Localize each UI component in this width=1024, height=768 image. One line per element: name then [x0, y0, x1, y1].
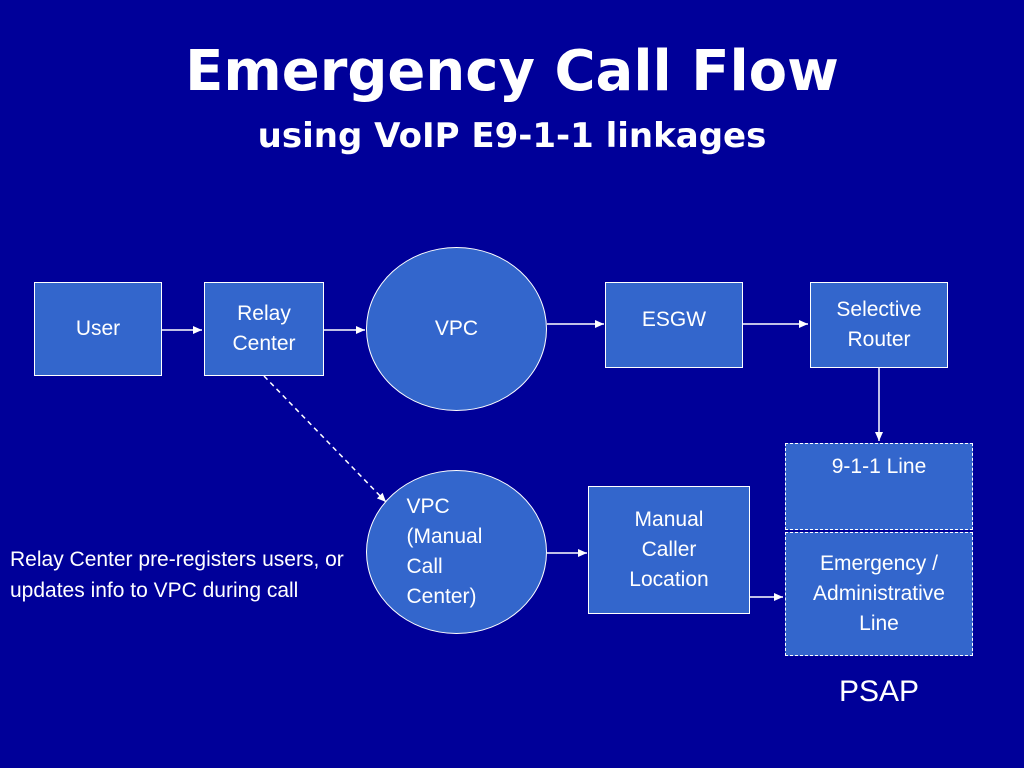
node-vpc-manual-label: VPC (Manual Call Center): [406, 495, 483, 608]
node-relay-center-label: Relay Center: [232, 302, 296, 355]
node-emergency-admin-line-label: Emergency / Administrative Line: [813, 552, 945, 635]
node-911-line-label: 9-1-1 Line: [831, 455, 927, 478]
slide-title: Emergency Call Flow: [185, 39, 839, 104]
node-selective-router-label: Selective Router: [836, 298, 922, 351]
node-911-line: 9-1-1 Line: [785, 443, 973, 530]
arrow-relay-to-vpc-manual: [263, 375, 387, 503]
psap-label: PSAP: [838, 675, 920, 708]
node-vpc-manual-call-center: VPC (Manual Call Center): [366, 470, 547, 634]
node-emergency-admin-line: Emergency / Administrative Line: [785, 532, 973, 656]
node-manual-caller-location-label: Manual Caller Location: [629, 508, 709, 591]
node-vpc-label: VPC: [434, 317, 479, 340]
node-manual-caller-location: Manual Caller Location: [588, 486, 750, 614]
node-vpc: VPC: [366, 247, 547, 411]
node-relay-center: Relay Center: [204, 282, 324, 376]
node-user-label: User: [75, 317, 121, 340]
slide-subtitle: using VoIP E9-1-1 linkages: [257, 116, 767, 156]
node-user: User: [34, 282, 162, 376]
node-esgw: ESGW: [605, 282, 743, 368]
node-selective-router: Selective Router: [810, 282, 948, 368]
relay-center-note: Relay Center pre-registers users, or upd…: [10, 548, 344, 602]
node-esgw-label: ESGW: [641, 308, 707, 331]
